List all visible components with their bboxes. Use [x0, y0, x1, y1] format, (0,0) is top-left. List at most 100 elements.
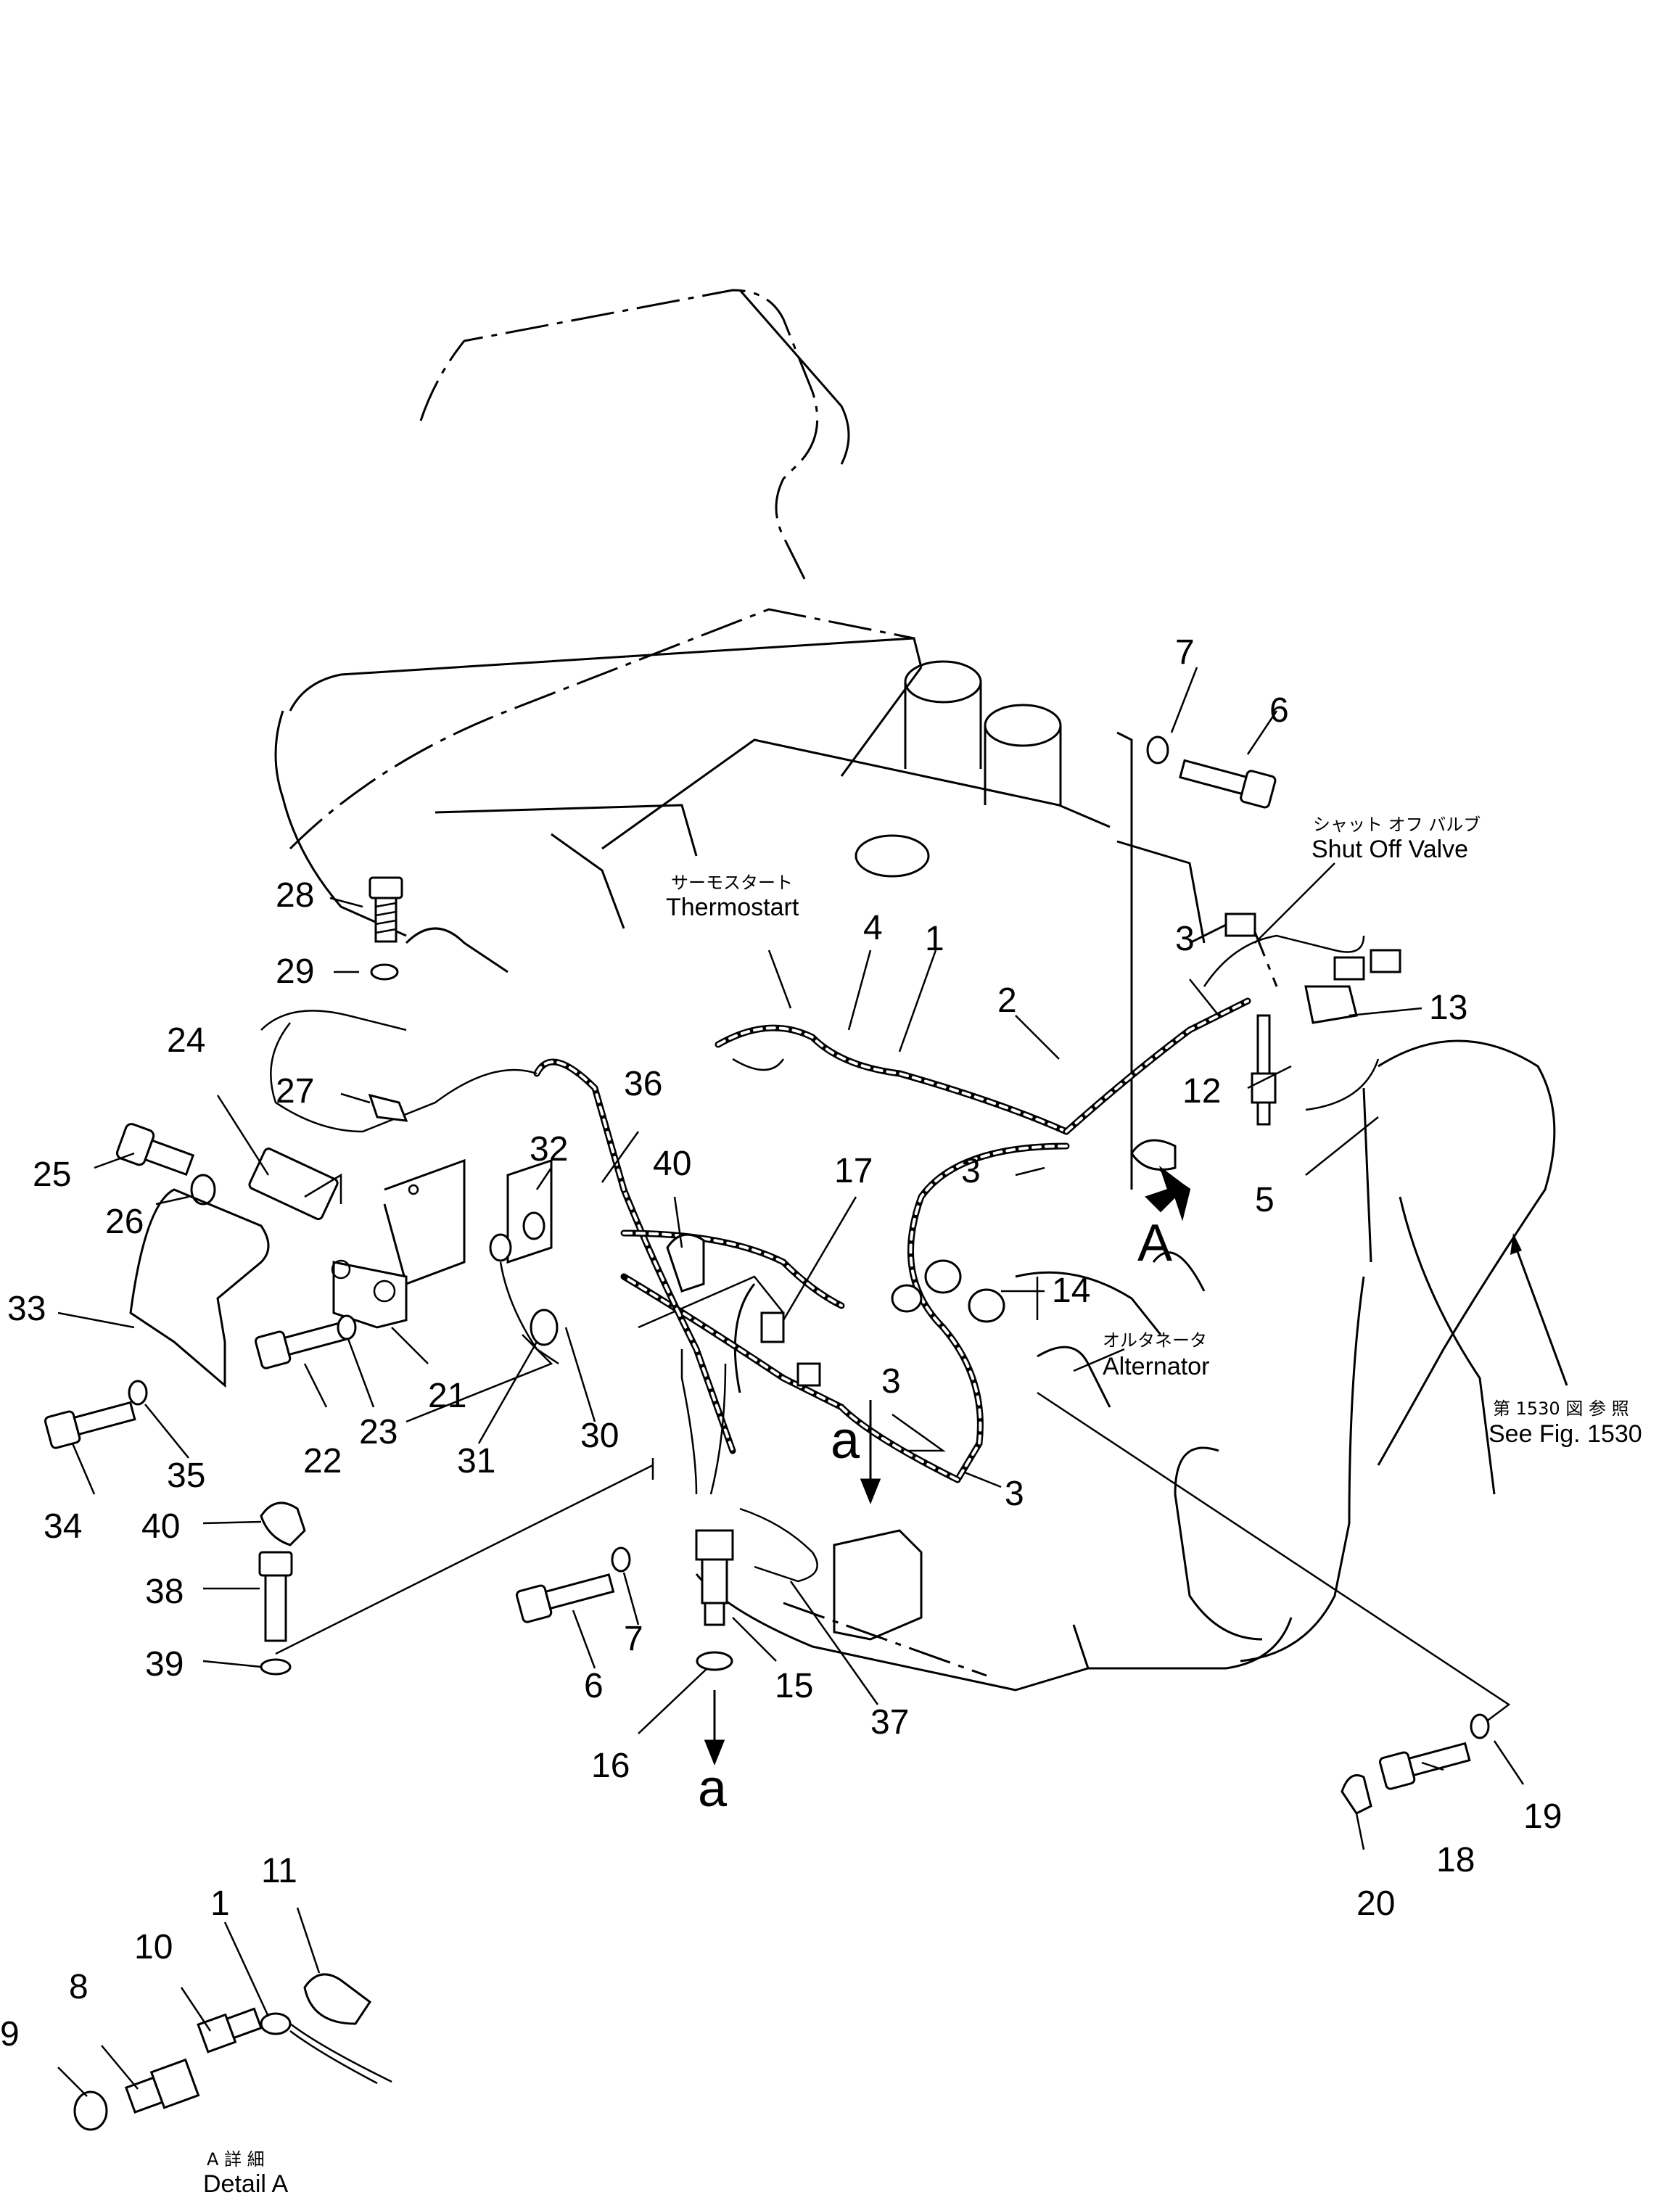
- clip-13: [1304, 985, 1358, 1024]
- seefig-jp: 第 1530 図 参 照: [1493, 1398, 1629, 1419]
- label-18: 18: [1436, 1841, 1475, 1879]
- bolt-6-lower: [515, 1573, 615, 1623]
- terminal-1: [260, 2012, 292, 2035]
- label-40-upper: 40: [653, 1145, 691, 1183]
- oring-16: [696, 1651, 733, 1671]
- alternator-en: Alternator: [1103, 1353, 1209, 1380]
- clip-27: [368, 1093, 408, 1122]
- label-15: 15: [775, 1667, 813, 1705]
- label-36: 36: [624, 1065, 662, 1103]
- switch-10: [197, 2007, 263, 2053]
- label-11: 11: [261, 1852, 297, 1890]
- components: [44, 736, 1568, 2131]
- label-8: 8: [69, 1968, 88, 2006]
- label-25: 25: [33, 1155, 71, 1194]
- bracket-21: [332, 1261, 408, 1329]
- label-9: 9: [0, 2015, 20, 2053]
- view-a-label: A: [1137, 1214, 1172, 1272]
- alternator-jp: オルタネータ: [1103, 1330, 1207, 1351]
- label-3-right: 3: [1005, 1475, 1024, 1513]
- bolt-38: [258, 1551, 293, 1642]
- label-27: 27: [276, 1072, 314, 1111]
- bolt-25: [115, 1123, 195, 1177]
- relay-32: [506, 1158, 553, 1264]
- label-17: 17: [834, 1152, 873, 1190]
- label-20: 20: [1356, 1884, 1395, 1923]
- label-34: 34: [44, 1507, 82, 1546]
- label-7-upper: 7: [1175, 633, 1195, 672]
- adapter-8: [124, 2058, 200, 2114]
- washer-35: [128, 1380, 148, 1406]
- detail-a-jp: A 詳 細: [207, 2149, 265, 2170]
- washer-7-upper: [1146, 736, 1169, 765]
- label-3-mid: 3: [881, 1362, 901, 1401]
- label-10: 10: [134, 1928, 173, 1966]
- washer-39: [260, 1658, 292, 1676]
- washer-29: [370, 963, 399, 981]
- part-labels: 28 29 24 27 25 26 33 21 22 23 35 34 40 3…: [0, 633, 1562, 2053]
- label-40-lower: 40: [141, 1507, 180, 1546]
- bolt-28: [368, 876, 403, 943]
- label-3-left: 3: [961, 1152, 981, 1190]
- bolt-6-upper: [1179, 759, 1277, 809]
- washer-9: [73, 2090, 108, 2131]
- label-1: 1: [925, 920, 944, 958]
- sensor-12: [1251, 1014, 1277, 1126]
- label-22: 22: [303, 1442, 342, 1480]
- label-12: 12: [1182, 1072, 1221, 1111]
- frame-lines: [275, 1275, 1511, 1727]
- label-2: 2: [997, 981, 1017, 1020]
- bracket-33: [129, 1188, 270, 1388]
- label-1-detail: 1: [210, 1884, 230, 1923]
- label-38: 38: [145, 1573, 184, 1611]
- seefig-en: See Fig. 1530: [1488, 1420, 1642, 1448]
- label-21: 21: [428, 1377, 466, 1415]
- wire-harness: [260, 934, 1380, 1583]
- bolt-18: [1378, 1742, 1471, 1790]
- relay-24: [248, 1148, 342, 1221]
- label-32: 32: [530, 1130, 568, 1169]
- shutoff-en: Shut Off Valve: [1312, 836, 1468, 863]
- label-14: 14: [1052, 1272, 1090, 1310]
- label-13: 13: [1429, 989, 1467, 1027]
- view-a-arrow: [1145, 1166, 1191, 1221]
- label-3-top: 3: [1175, 920, 1195, 958]
- label-30: 30: [580, 1417, 619, 1455]
- label-28: 28: [276, 876, 314, 915]
- label-23: 23: [359, 1413, 398, 1451]
- label-16: 16: [591, 1747, 630, 1785]
- boot-40: [260, 1501, 306, 1546]
- label-37: 37: [870, 1703, 909, 1742]
- bolt-34: [44, 1401, 136, 1449]
- annotations: サーモスタート Thermostart シャット オフ バルブ Shut Off…: [203, 815, 1642, 2198]
- shutoff-jp: シャット オフ バルブ: [1313, 815, 1481, 835]
- label-4: 4: [863, 909, 883, 947]
- label-35: 35: [167, 1457, 205, 1495]
- leader-lines: [57, 667, 1525, 2097]
- label-31: 31: [457, 1442, 495, 1480]
- switch-14: [891, 1259, 1005, 1323]
- washer-7-lower: [611, 1546, 631, 1573]
- washer-23: [337, 1314, 357, 1340]
- label-26: 26: [105, 1203, 144, 1241]
- ref-a-top: a: [831, 1412, 860, 1470]
- washer-19: [1470, 1713, 1490, 1739]
- cap-20: [1341, 1774, 1372, 1815]
- detail-a-en: Detail A: [203, 2170, 288, 2198]
- label-5: 5: [1255, 1181, 1275, 1219]
- ref-a-bottom: a: [698, 1760, 728, 1818]
- bolt-22: [254, 1321, 347, 1369]
- label-6-lower: 6: [584, 1667, 604, 1705]
- label-29: 29: [276, 952, 314, 991]
- thermostart-en: Thermostart: [666, 894, 799, 921]
- label-7-lower: 7: [624, 1620, 643, 1658]
- engine-outline: [274, 289, 1556, 1692]
- label-6-upper: 6: [1269, 691, 1289, 730]
- thermostart-jp: サーモスタート: [671, 873, 793, 893]
- label-33: 33: [7, 1290, 46, 1328]
- boot-11: [303, 1973, 372, 2025]
- washer-26: [190, 1174, 216, 1206]
- sender-15: [695, 1529, 734, 1626]
- label-19: 19: [1523, 1797, 1562, 1836]
